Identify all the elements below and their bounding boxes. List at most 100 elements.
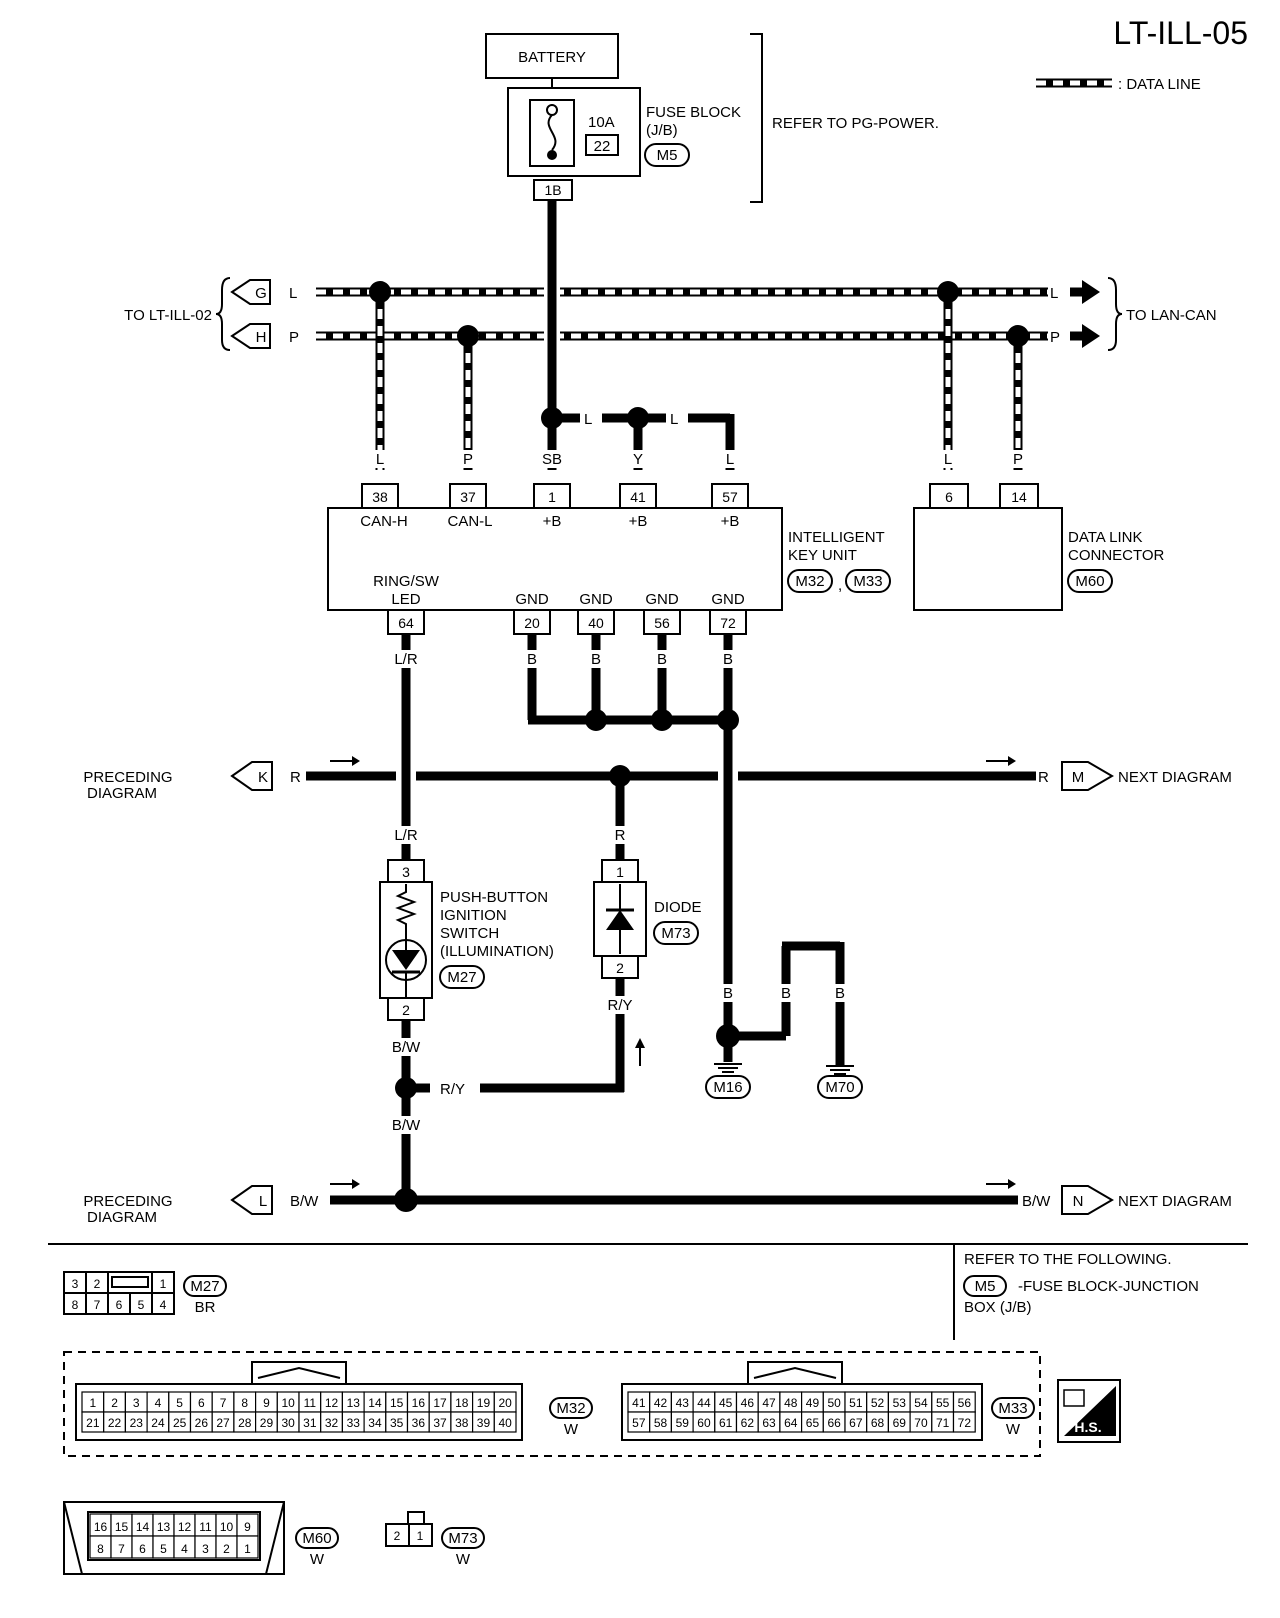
svg-text:G: G [255, 285, 267, 302]
m32-pin-cell [493, 1411, 517, 1433]
m33-pin-label: 61 [719, 1416, 733, 1430]
m60-pin-label: 4 [181, 1542, 188, 1556]
gnd-label-20: GND [515, 591, 549, 608]
wire-label-p-right: P [1050, 329, 1060, 346]
gnd-label-72: GND [711, 591, 745, 608]
pin-56: 56 [654, 615, 670, 631]
m60-pin-label: 5 [160, 1542, 167, 1556]
m32-pin-label: 18 [455, 1396, 469, 1410]
svg-text:4: 4 [160, 1298, 167, 1312]
m60-pin-label: 3 [202, 1542, 209, 1556]
connector-view-m27: 3 2 1 8 7 6 5 4 M27 BR [63, 1271, 227, 1316]
m32-pin-label: 9 [263, 1396, 270, 1410]
m32-color: W [564, 1421, 579, 1438]
m27-id: M27 [190, 1278, 219, 1295]
fuse-terminal-1b: 1B [544, 182, 561, 198]
pb-name-line3: SWITCH [440, 925, 499, 942]
offpage-connector-g: G [230, 279, 271, 305]
data-line-legend: : DATA LINE [1036, 76, 1201, 93]
m32-pin-label: 3 [133, 1396, 140, 1410]
wire-label-r-left: R [290, 769, 301, 786]
shielded-connector-group [63, 1351, 1041, 1457]
m32-pin-label: 26 [195, 1416, 209, 1430]
svg-text:P: P [463, 451, 473, 468]
wire-label-bw-bottom: B/W [392, 1117, 421, 1134]
m60-pin-label: 10 [220, 1520, 234, 1534]
wire-label-r-right: R [1038, 769, 1049, 786]
wire-label-l-right: L [1050, 285, 1058, 302]
arrow-right-p [1082, 324, 1100, 348]
m32-pin-label: 34 [368, 1416, 382, 1430]
m32-pin-label: 13 [347, 1396, 361, 1410]
m33-pin-label: 60 [697, 1416, 711, 1430]
gnd-label-40: GND [579, 591, 613, 608]
wire-label-r-diode: R [615, 827, 626, 844]
m33-pin-label: 53 [893, 1396, 907, 1410]
m32-pin-label: 39 [477, 1416, 491, 1430]
key-unit-connector-separator: , [838, 577, 842, 594]
m33-pin-label: 43 [676, 1396, 690, 1410]
m60-pin-label: 12 [178, 1520, 192, 1534]
gnd-label-56: GND [645, 591, 679, 608]
refer-pg-power-note: REFER TO PG-POWER. [772, 115, 939, 132]
refer-bracket [750, 33, 763, 203]
intelligent-key-unit: 38 CAN-H 37 CAN-L 1 +B 41 +B 57 +B RING/… [327, 483, 891, 635]
m73-color: W [456, 1551, 471, 1568]
m32-pin-label: 28 [238, 1416, 252, 1430]
m32-pin-label: 12 [325, 1396, 339, 1410]
pb-connector-id: M27 [447, 969, 476, 986]
pin-72: 72 [720, 615, 736, 631]
offpage-connector-n: N [1061, 1185, 1114, 1215]
m32-pin-label: 17 [433, 1396, 447, 1410]
wire-label-bw-top: B/W [392, 1039, 421, 1056]
m33-pin-label: 66 [827, 1416, 841, 1430]
m33-pin-label: 56 [958, 1396, 972, 1410]
m27-color: BR [195, 1299, 216, 1316]
wire-label-sb: SB [542, 451, 562, 468]
pb-pin-2: 2 [402, 1002, 410, 1018]
ring-sw-label: RING/SW [373, 573, 440, 590]
wire-label-l-b2: L [670, 411, 678, 428]
svg-text:8: 8 [72, 1298, 79, 1312]
svg-text:B: B [835, 985, 845, 1002]
next-diagram-bot: NEXT DIAGRAM [1118, 1193, 1232, 1210]
pin-func-b1: +B [543, 513, 562, 530]
m33-pin-label: 63 [762, 1416, 776, 1430]
diode-label: DIODE [654, 899, 702, 916]
m33-pin-label: 47 [762, 1396, 776, 1410]
diode-pin-2: 2 [616, 960, 624, 976]
m32-pin-label: 11 [304, 1396, 317, 1410]
svg-text:L: L [726, 451, 734, 468]
battery: BATTERY [485, 33, 619, 79]
ground-symbol-m16: M16 [705, 1063, 751, 1099]
svg-text:1: 1 [160, 1277, 167, 1291]
svg-text:L: L [289, 285, 297, 302]
wire-label-b-m16: B [723, 985, 733, 1002]
connector-view-m73: 2 1 M73 W [385, 1511, 485, 1568]
wire-label-ry-diode: R/Y [607, 997, 632, 1014]
svg-text:L: L [259, 1193, 267, 1210]
preceding-diagram-bot-line1: PRECEDING [83, 1193, 172, 1210]
pin-1: 1 [548, 489, 556, 505]
m33-pin-label: 72 [958, 1416, 972, 1430]
m33-pin-label: 58 [654, 1416, 668, 1430]
m60-pin-label: 2 [223, 1542, 230, 1556]
svg-text:M: M [1072, 769, 1085, 786]
can-data-lines [316, 287, 1084, 470]
m32-pin-label: 29 [260, 1416, 274, 1430]
m32-pin-label: 31 [303, 1416, 317, 1430]
m32-pin-label: 6 [198, 1396, 205, 1410]
dlc-name-line1: DATA LINK [1068, 529, 1142, 546]
m33-pin-label: 55 [936, 1396, 950, 1410]
pb-pin-3: 3 [402, 864, 410, 880]
wire-label-ry-junction: R/Y [440, 1081, 465, 1098]
legend-data-line-text: : DATA LINE [1118, 76, 1201, 93]
m33-pin-label: 44 [697, 1396, 711, 1410]
m60-pin-label: 8 [97, 1542, 104, 1556]
preceding-diagram-mid-line2: DIAGRAM [87, 785, 157, 802]
svg-text:H: H [256, 329, 267, 346]
m33-pin-label: 71 [936, 1416, 950, 1430]
m60-color: W [310, 1551, 325, 1568]
